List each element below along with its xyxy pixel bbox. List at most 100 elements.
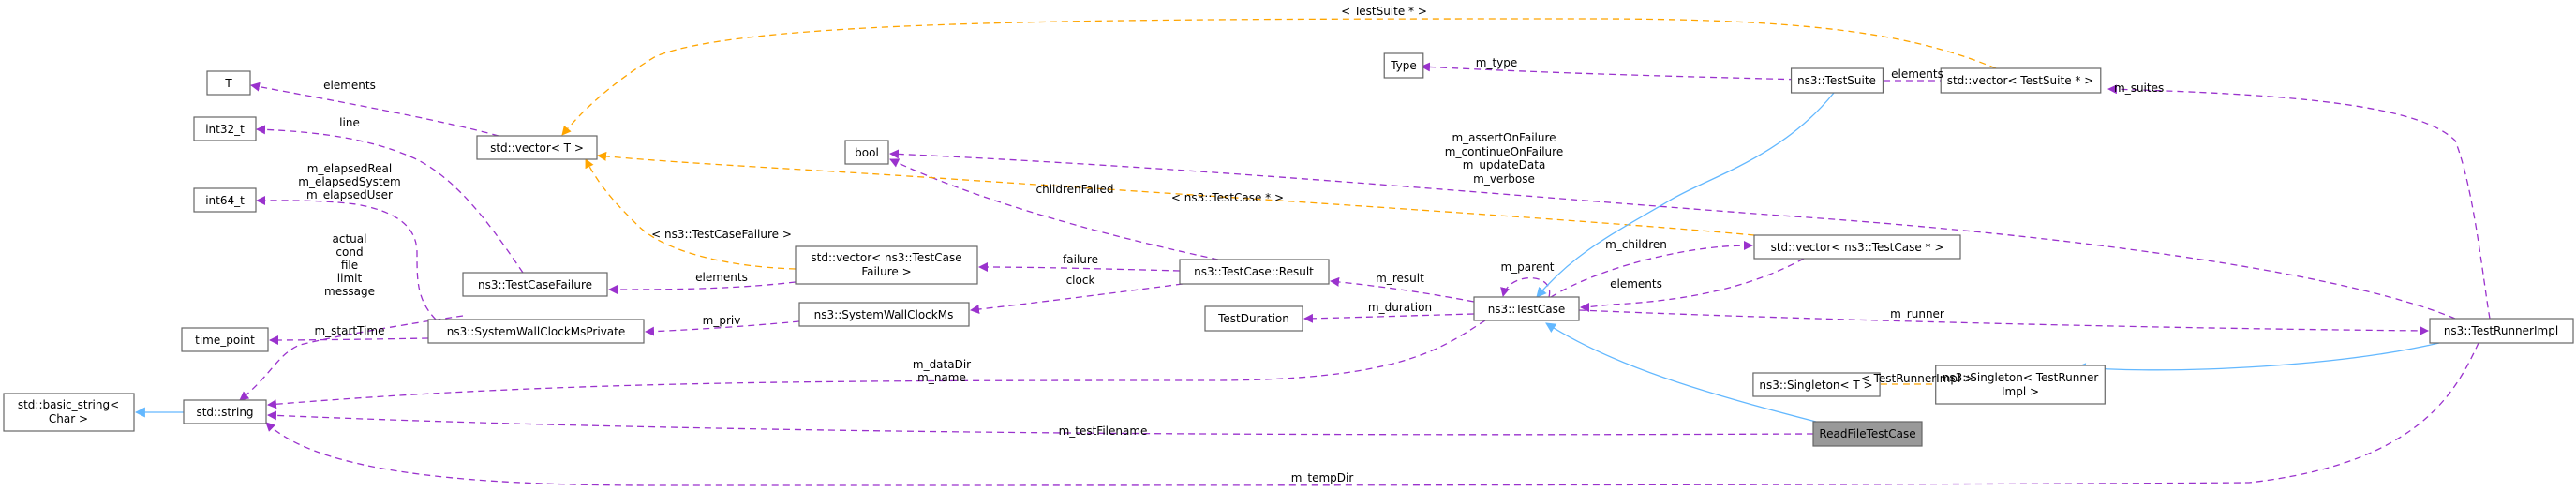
edge-testcase-parent bbox=[1500, 277, 1551, 298]
edge-result-failure bbox=[978, 262, 1181, 273]
edge-suite-type bbox=[1421, 62, 1808, 81]
edge-labels: elements line m_elapsedReal m_elapsedSys… bbox=[298, 5, 2164, 484]
edge-label-failure-line: line bbox=[339, 116, 360, 129]
edge-label-testcase-runner: m_runner bbox=[1890, 307, 1944, 320]
edge-label-result-childrenfailed: childrenFailed bbox=[1036, 183, 1114, 196]
edge-label-testcase-duration: m_duration bbox=[1368, 301, 1432, 314]
node-int32[interactable]: int32_t bbox=[193, 116, 257, 141]
node-testrunnerimpl[interactable]: ns3::TestRunnerImpl bbox=[2429, 318, 2574, 344]
edge-testcase-runner bbox=[1578, 309, 2429, 335]
node-string-label: std::string bbox=[196, 406, 253, 419]
node-time-point[interactable]: time_point bbox=[181, 327, 269, 352]
node-testcase[interactable]: ns3::TestCase bbox=[1473, 296, 1580, 321]
node-type-label: Type bbox=[1390, 59, 1417, 72]
edge-label-failure-strings-0: actual bbox=[333, 232, 367, 246]
node-testsuite[interactable]: ns3::TestSuite bbox=[1790, 67, 1884, 94]
edge-label-failure-strings-1: cond bbox=[335, 246, 363, 259]
node-singleton-t[interactable]: ns3::Singleton< T > bbox=[1752, 372, 1881, 397]
node-basic-string-label-0: std::basic_string< bbox=[18, 398, 119, 411]
edge-testcase-children bbox=[1550, 241, 1753, 298]
edge-label-testcase-bools-3: m_verbose bbox=[1473, 172, 1535, 186]
node-vector-testcasefailure-label-1: Failure > bbox=[861, 265, 911, 278]
edge-readfile-testfilename bbox=[267, 410, 1814, 436]
node-vector-testsuite-label: std::vector< TestSuite * > bbox=[1947, 74, 2094, 87]
node-type[interactable]: Type bbox=[1383, 52, 1424, 79]
edge-label-priv-elapsed-2: m_elapsedUser bbox=[306, 188, 393, 201]
edge-vectc-elements bbox=[1580, 258, 1805, 312]
edge-vector-t-elements bbox=[250, 82, 499, 137]
node-testcasefailure-label: ns3::TestCaseFailure bbox=[478, 278, 592, 291]
edge-testcase-result bbox=[1330, 276, 1475, 303]
node-systemwallclockmsprivate[interactable]: ns3::SystemWallClockMsPrivate bbox=[427, 319, 645, 344]
edge-label-failure-strings-4: message bbox=[324, 285, 375, 298]
edge-label-priv-starttime: m_startTime bbox=[314, 324, 384, 337]
edge-result-clock bbox=[970, 283, 1184, 314]
node-string[interactable]: std::string bbox=[183, 399, 267, 424]
edge-vectc-tmpl bbox=[597, 151, 1755, 236]
node-int64[interactable]: int64_t bbox=[193, 187, 257, 213]
node-bool-label: bool bbox=[855, 146, 879, 159]
edge-label-testcase-bools-2: m_updateData bbox=[1463, 158, 1546, 171]
node-readfiletestcase[interactable]: ReadFileTestCase bbox=[1812, 421, 1923, 447]
edge-label-result-failure: failure bbox=[1063, 253, 1098, 266]
edge-vecsuite-tmpl bbox=[561, 18, 1997, 136]
node-systemwallclockms[interactable]: ns3::SystemWallClockMs bbox=[798, 302, 970, 327]
node-vector-t[interactable]: std::vector< T > bbox=[476, 135, 598, 160]
node-testduration[interactable]: TestDuration bbox=[1204, 305, 1303, 332]
node-vector-testcase[interactable]: std::vector< ns3::TestCase * > bbox=[1753, 234, 1961, 260]
edge-label-runner-suites: m_suites bbox=[2114, 82, 2164, 95]
node-basic-string[interactable]: std::basic_string< Char > bbox=[3, 393, 135, 432]
edge-label-runner-tempdir: m_tempDir bbox=[1291, 471, 1354, 484]
edge-testcase-duration bbox=[1303, 313, 1475, 323]
node-int32-label: int32_t bbox=[205, 123, 245, 136]
edge-label-failure-strings-2: file bbox=[341, 259, 358, 272]
edge-testsuite-inherits bbox=[1536, 92, 1835, 298]
node-testrunnerimpl-label: ns3::TestRunnerImpl bbox=[2444, 324, 2558, 337]
node-readfiletestcase-label: ReadFileTestCase bbox=[1819, 427, 1915, 440]
node-systemwallclockmsprivate-label: ns3::SystemWallClockMsPrivate bbox=[447, 325, 626, 338]
node-time-point-label: time_point bbox=[195, 334, 255, 347]
node-vector-testcase-label: std::vector< ns3::TestCase * > bbox=[1771, 241, 1944, 254]
edge-label-testcase-bools-0: m_assertOnFailure bbox=[1452, 131, 1556, 144]
edge-label-vecfailure-elements: elements bbox=[695, 271, 748, 284]
node-systemwallclockms-label: ns3::SystemWallClockMs bbox=[814, 308, 954, 321]
node-int64-label: int64_t bbox=[205, 194, 245, 207]
edge-label-testcase-bools-1: m_continueOnFailure bbox=[1445, 145, 1563, 158]
edge-readfile-inherits bbox=[1545, 322, 1817, 423]
node-vector-testcasefailure-label-0: std::vector< ns3::TestCase bbox=[811, 251, 961, 264]
edge-label-testcase-strings-0: m_dataDir bbox=[913, 358, 971, 371]
edge-label-vecsuite-tmpl: < TestSuite * > bbox=[1341, 5, 1427, 18]
node-singleton-testrunnerimpl[interactable]: ns3::Singleton< TestRunner Impl > bbox=[1935, 365, 2106, 405]
node-bool[interactable]: bool bbox=[844, 140, 889, 165]
node-t[interactable]: T bbox=[206, 70, 251, 96]
edge-syswall-priv bbox=[645, 320, 800, 336]
node-t-label: T bbox=[224, 77, 232, 90]
edge-result-childrenfailed bbox=[889, 158, 1219, 260]
edge-label-vecfailure-tmpl: < ns3::TestCaseFailure > bbox=[651, 228, 792, 241]
edge-label-testcase-result: m_result bbox=[1376, 272, 1424, 285]
edge-priv-elapsed bbox=[256, 195, 437, 320]
nodes: T int32_t int64_t std::vector< T > time_… bbox=[3, 52, 2574, 447]
edge-label-syswall-priv: m_priv bbox=[703, 314, 741, 327]
node-testcasefailure[interactable]: ns3::TestCaseFailure bbox=[462, 272, 608, 297]
node-singleton-t-label: ns3::Singleton< T > bbox=[1759, 379, 1872, 392]
node-basic-string-label-1: Char > bbox=[49, 412, 88, 425]
edge-label-testcase-parent: m_parent bbox=[1500, 260, 1554, 274]
edge-vecfailure-tmpl bbox=[585, 158, 797, 270]
edge-label-failure-strings-3: limit bbox=[337, 272, 363, 285]
node-testcase-result[interactable]: ns3::TestCase::Result bbox=[1179, 259, 1330, 285]
edge-label-vectc-tmpl: < ns3::TestCase * > bbox=[1171, 191, 1284, 204]
node-testsuite-label: ns3::TestSuite bbox=[1797, 74, 1876, 87]
node-singleton-testrunnerimpl-label-0: ns3::Singleton< TestRunner bbox=[1943, 371, 2099, 384]
node-vector-testcasefailure[interactable]: std::vector< ns3::TestCase Failure > bbox=[795, 246, 978, 285]
edge-label-result-clock: clock bbox=[1066, 274, 1095, 287]
edge-runner-suites bbox=[2107, 84, 2491, 320]
edge-label-testcase-strings-1: m_name bbox=[917, 371, 966, 384]
edge-label-vector-t-elements: elements bbox=[323, 79, 376, 92]
edge-label-suite-type: m_type bbox=[1476, 56, 1518, 69]
edge-label-vectc-elements: elements bbox=[1610, 277, 1662, 290]
edge-label-vecsuite-elements: elements bbox=[1891, 67, 1943, 81]
edge-vecfailure-elements bbox=[608, 281, 797, 294]
node-vector-testsuite[interactable]: std::vector< TestSuite * > bbox=[1940, 67, 2102, 94]
